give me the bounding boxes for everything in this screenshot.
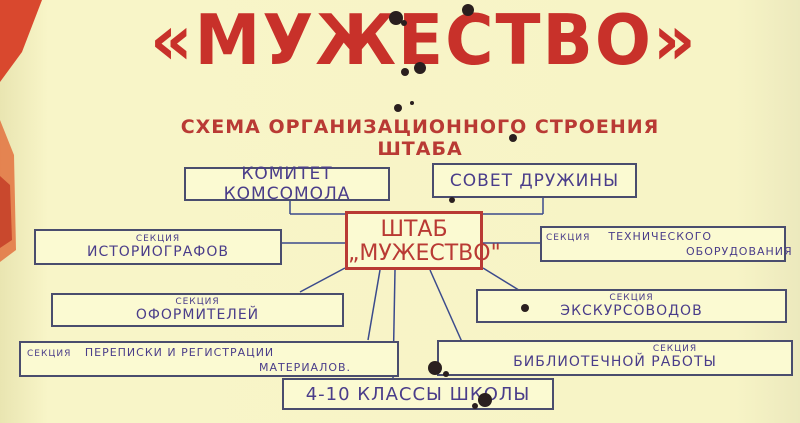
- box-komsomol-committee: КОМИТЕТ КОМСОМОЛА: [184, 164, 390, 204]
- box-headquarters: ШТАБ „МУЖЕСТВО": [345, 211, 501, 270]
- ink-blot: [472, 403, 478, 409]
- connector-designers: [299, 267, 346, 293]
- box-historians-section: СЕКЦИЯ ИСТОРИОГРАФОВ: [34, 229, 282, 265]
- guides-caption: СЕКЦИЯ: [609, 293, 654, 303]
- library-name: БИБЛИОТЕЧНОЙ РАБОТЫ: [513, 354, 717, 370]
- correspondence-caption: СЕКЦИЯ: [27, 349, 72, 359]
- ink-blot: [389, 11, 403, 25]
- designers-caption: СЕКЦИЯ: [175, 297, 220, 307]
- ink-blot: [521, 304, 529, 312]
- hq-line1: ШТАБ: [380, 217, 448, 242]
- ink-blot: [428, 361, 442, 375]
- ink-blot: [410, 101, 414, 105]
- designers-name: ОФОРМИТЕЛЕЙ: [135, 307, 260, 323]
- technical-name-line1: ТЕХНИЧЕСКОГО: [608, 230, 713, 243]
- ink-blot: [449, 197, 455, 203]
- technical-caption: СЕКЦИЯ: [546, 233, 591, 243]
- guides-name: ЭКСКУРСОВОДОВ: [560, 303, 703, 319]
- library-caption: СЕКЦИЯ: [652, 344, 698, 354]
- ink-blot: [394, 104, 402, 112]
- box-school-classes: 4-10 КЛАССЫ ШКОЛЫ: [282, 378, 554, 410]
- poster-subtitle: СХЕМА ОРГАНИЗАЦИОННОГО СТРОЕНИЯ ШТАБА: [180, 116, 660, 160]
- ink-blot: [509, 134, 517, 142]
- school-label: 4-10 КЛАССЫ ШКОЛЫ: [305, 383, 531, 405]
- connector-guides: [482, 267, 523, 293]
- ink-blot: [414, 62, 426, 74]
- box-designers-section: СЕКЦИЯ ОФОРМИТЕЛЕЙ: [51, 293, 344, 327]
- correspondence-name-line2: МАТЕРИАЛОВ.: [259, 361, 352, 374]
- ink-blot: [401, 20, 407, 26]
- box-komsomol-label: КОМИТЕТ КОМСОМОЛА: [223, 164, 351, 204]
- box-technical-section: СЕКЦИЯ ТЕХНИЧЕСКОГО ОБОРУДОВАНИЯ: [540, 226, 793, 262]
- box-council-label: СОВЕТ ДРУЖИНЫ: [449, 170, 620, 191]
- connector-library: [429, 269, 463, 343]
- ink-blot: [401, 68, 409, 76]
- ink-blot: [478, 393, 492, 407]
- ink-blot: [443, 371, 449, 377]
- box-correspondence-section: СЕКЦИЯ ПЕРЕПИСКИ И РЕГИСТРАЦИИ МАТЕРИАЛО…: [19, 341, 399, 377]
- hq-line2: „МУЖЕСТВО": [348, 241, 501, 266]
- box-pioneer-council: СОВЕТ ДРУЖИНЫ: [432, 163, 637, 198]
- connector-correspondence: [367, 269, 381, 341]
- historians-caption: СЕКЦИЯ: [135, 234, 181, 244]
- historians-name: ИСТОРИОГРАФОВ: [87, 244, 229, 260]
- technical-name-line2: ОБОРУДОВАНИЯ: [686, 245, 793, 258]
- box-library-section: СЕКЦИЯ БИБЛИОТЕЧНОЙ РАБОТЫ: [437, 340, 793, 376]
- correspondence-name-line1: ПЕРЕПИСКИ И РЕГИСТРАЦИИ: [84, 346, 275, 359]
- ink-blot: [462, 4, 474, 16]
